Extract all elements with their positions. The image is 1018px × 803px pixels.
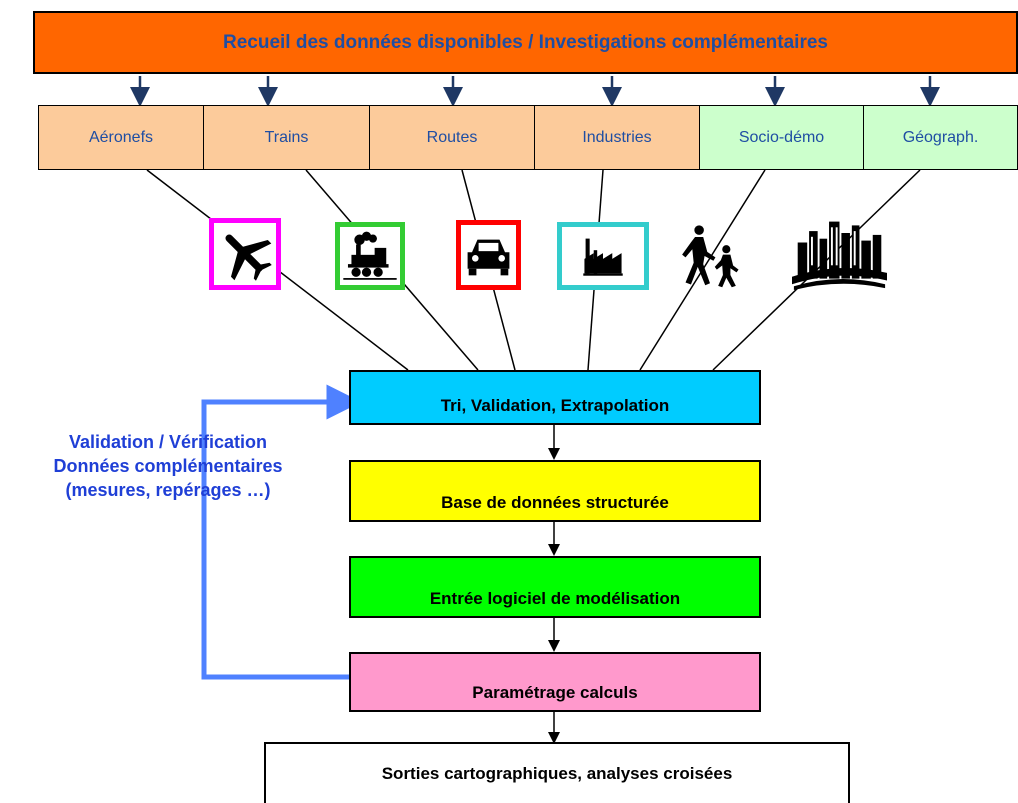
feedback-line-3: (mesures, repérages …) — [65, 480, 271, 500]
category-trains: Trains — [203, 105, 370, 170]
category-label: Routes — [426, 128, 478, 146]
category-label: Industries — [582, 128, 652, 146]
category-industries: Industries — [534, 105, 700, 170]
step-base-donnees: Base de données structurée — [349, 460, 761, 522]
category-label: Socio-démo — [738, 128, 825, 146]
category-geograph: Géograph. — [863, 105, 1018, 170]
step-label: Paramétrage calculs — [472, 683, 638, 702]
feedback-loop-label: Validation / Vérification Données complé… — [8, 430, 328, 502]
step-label: Tri, Validation, Extrapolation — [440, 396, 670, 415]
step-entree-logiciel: Entrée logiciel de modélisation — [349, 556, 761, 618]
feedback-line-1: Validation / Vérification — [68, 432, 268, 452]
output-label: Sorties cartographiques, analyses croisé… — [381, 763, 733, 783]
category-aeronefs: Aéronefs — [38, 105, 204, 170]
category-socio-demo: Socio-démo — [699, 105, 864, 170]
step-parametrage: Paramétrage calculs — [349, 652, 761, 712]
steam-train-icon — [335, 222, 405, 290]
step-tri-validation: Tri, Validation, Extrapolation — [349, 370, 761, 425]
airplane-icon — [209, 218, 281, 290]
city-icon — [792, 213, 887, 291]
feedback-line-2: Données complémentaires — [53, 456, 283, 476]
category-label: Géograph. — [902, 128, 979, 146]
category-label: Trains — [264, 128, 309, 146]
feedback-loop-line — [201, 384, 362, 680]
category-routes: Routes — [369, 105, 535, 170]
header-title: Recueil des données disponibles / Invest… — [222, 31, 828, 53]
header-box: Recueil des données disponibles / Invest… — [33, 11, 1018, 74]
factory-icon — [557, 222, 649, 290]
output-box: Sorties cartographiques, analyses croisé… — [264, 742, 850, 803]
car-icon — [456, 220, 521, 290]
step-label: Entrée logiciel de modélisation — [429, 589, 681, 608]
category-label: Aéronefs — [88, 128, 154, 146]
pedestrians-icon — [671, 222, 749, 290]
header-arrows — [130, 76, 940, 107]
step-label: Base de données structurée — [441, 493, 669, 512]
